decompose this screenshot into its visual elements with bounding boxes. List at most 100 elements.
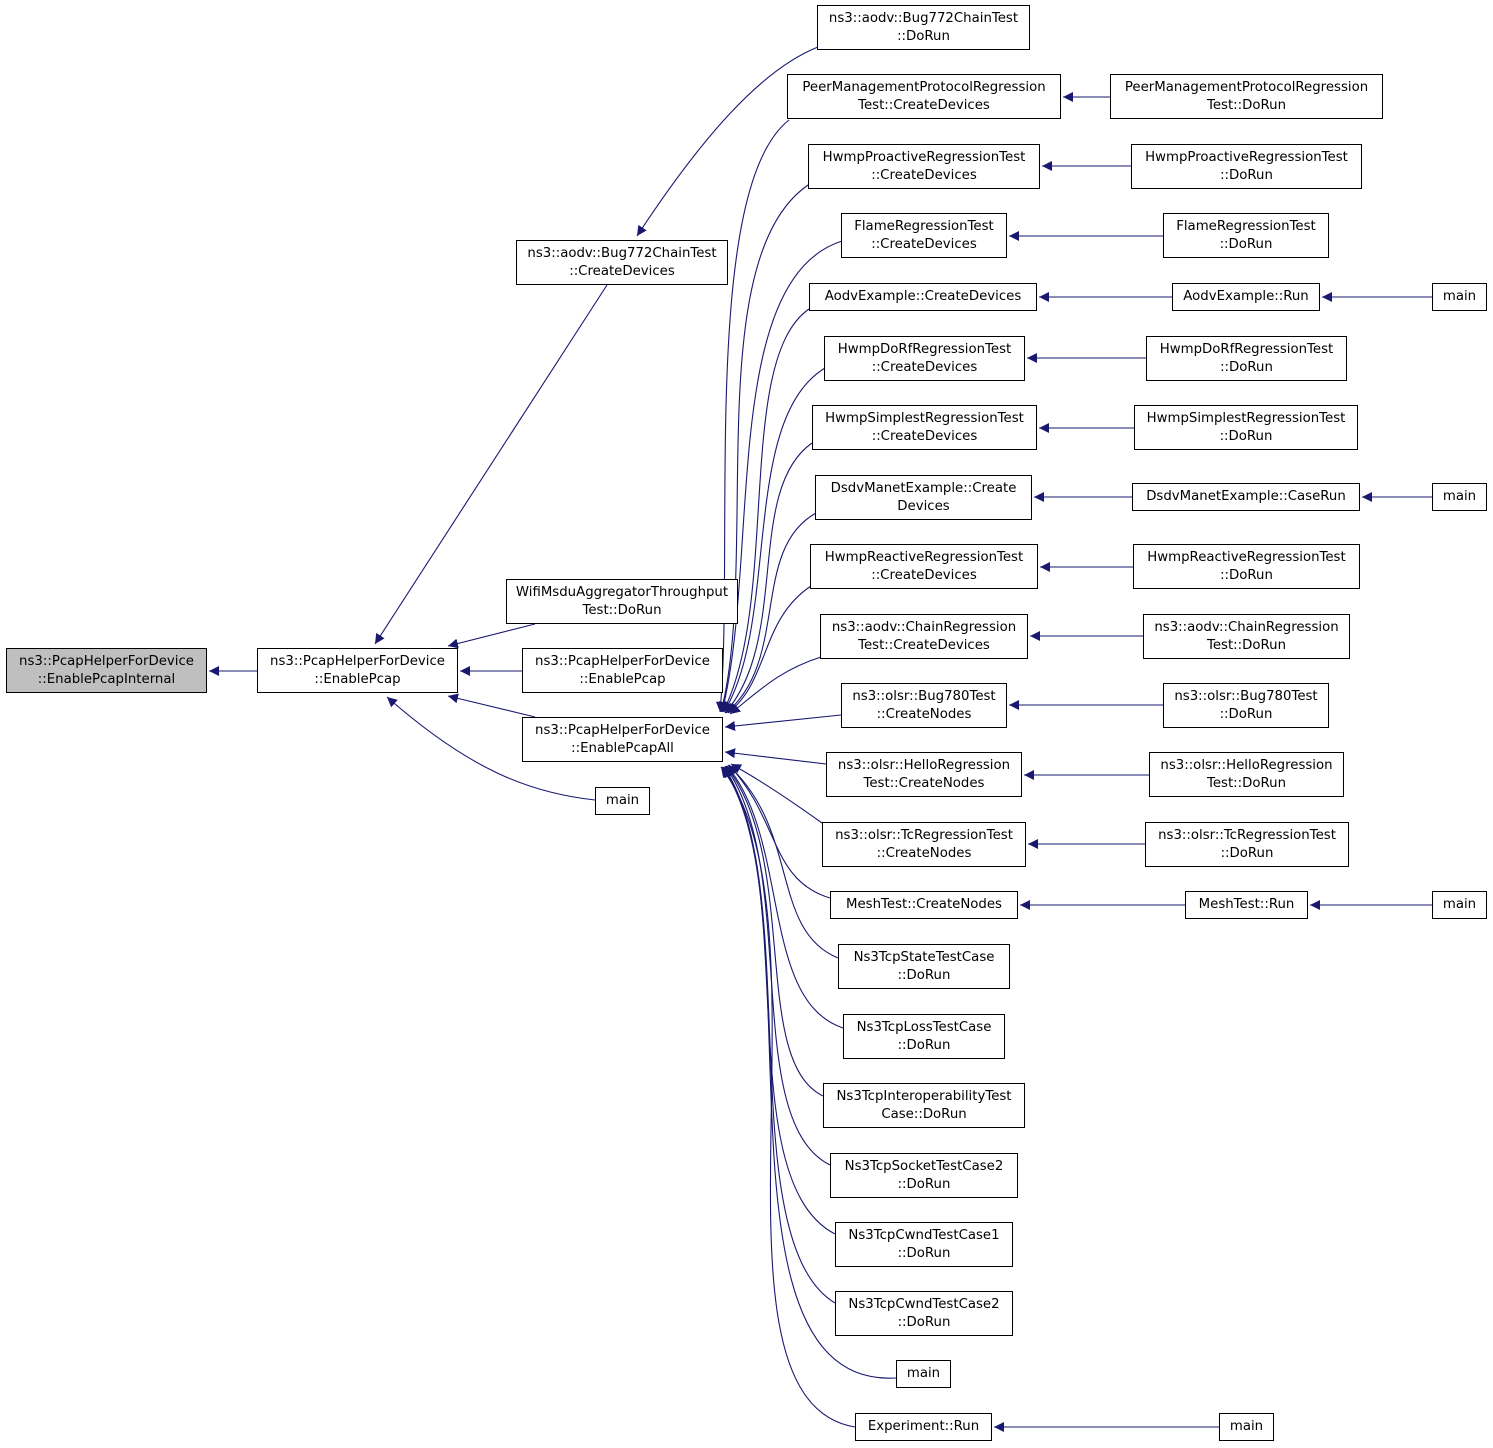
node-label-line: main <box>906 1366 941 1382</box>
enable-pcap-overload-node[interactable]: ns3::PcapHelperForDevice ::EnablePcap <box>522 648 723 693</box>
tcp-socket-test2-dorun-node[interactable]: Ns3TcpSocketTestCase2 ::DoRun <box>830 1153 1018 1198</box>
node-label-line: Ns3TcpInteroperabilityTest <box>836 1089 1012 1104</box>
node-label-line: main <box>605 793 640 809</box>
olsr-hello-regression-dorun-node[interactable]: ns3::olsr::HelloRegression Test::DoRun <box>1149 752 1344 797</box>
node-label-line: Devices <box>897 498 950 514</box>
main-node[interactable]: main <box>1432 891 1487 919</box>
node-label-line: ::CreateDevices <box>569 263 675 279</box>
tcp-interoperability-test-dorun-node[interactable]: Ns3TcpInteroperabilityTest Case::DoRun <box>823 1083 1025 1128</box>
node-label-line: Test::CreateDevices <box>858 97 990 113</box>
node-label-line: ns3::aodv::ChainRegression <box>1154 620 1339 635</box>
tcp-cwnd-test2-dorun-node[interactable]: Ns3TcpCwndTestCase2 ::DoRun <box>835 1291 1013 1336</box>
mesh-test-run-node[interactable]: MeshTest::Run <box>1185 891 1308 919</box>
node-label-line: Test::DoRun <box>1206 775 1286 791</box>
olsr-tc-regression-create-nodes-node[interactable]: ns3::olsr::TcRegressionTest ::CreateNode… <box>822 822 1026 867</box>
hwmp-simplest-dorun-node[interactable]: HwmpSimplestRegressionTest ::DoRun <box>1134 405 1358 450</box>
node-label-line: DsdvManetExample::CaseRun <box>1146 489 1346 505</box>
wifi-msdu-aggregator-dorun-node[interactable]: WifiMsduAggregatorThroughput Test::DoRun <box>506 579 738 624</box>
aodv-example-create-devices-node[interactable]: AodvExample::CreateDevices <box>809 283 1037 311</box>
edge-enablepcapall-to-enablepcap <box>447 693 536 718</box>
hwmp-proactive-create-devices-node[interactable]: HwmpProactiveRegressionTest ::CreateDevi… <box>808 144 1040 189</box>
node-label-line: ::DoRun <box>897 28 950 44</box>
node-label-line: ns3::aodv::Bug772ChainTest <box>527 246 717 261</box>
edge-tcpsocket2-to-all <box>724 765 831 1166</box>
hwmp-reactive-create-devices-node[interactable]: HwmpReactiveRegressionTest ::CreateDevic… <box>810 544 1038 589</box>
node-label-line: MeshTest::Run <box>1198 897 1295 913</box>
node-label-line: main <box>1442 289 1477 305</box>
edge-hwmpsimplest-to-all <box>724 442 813 714</box>
node-label-line: ::CreateDevices <box>871 167 977 183</box>
main-node[interactable]: main <box>595 787 650 815</box>
main-node[interactable]: main <box>1432 483 1487 511</box>
dsdv-manet-case-run-node[interactable]: DsdvManetExample::CaseRun <box>1132 483 1360 511</box>
aodv-example-run-node[interactable]: AodvExample::Run <box>1172 283 1320 311</box>
node-label-line: ::EnablePcapAll <box>571 740 674 756</box>
node-label-line: Ns3TcpCwndTestCase2 <box>848 1297 1000 1312</box>
main-node[interactable]: main <box>896 1360 951 1388</box>
node-label-line: main <box>1442 897 1477 913</box>
enable-pcap-internal-node: ns3::PcapHelperForDevice ::EnablePcapInt… <box>6 648 207 693</box>
node-label-line: ns3::PcapHelperForDevice <box>535 723 710 738</box>
node-label-line: ns3::aodv::ChainRegression <box>831 620 1017 635</box>
node-label-line: HwmpReactiveRegressionTest <box>824 550 1024 565</box>
node-label-line: Ns3TcpSocketTestCase2 <box>844 1159 1004 1174</box>
main-node[interactable]: main <box>1432 283 1487 311</box>
peer-management-create-devices-node[interactable]: PeerManagementProtocolRegression Test::C… <box>787 74 1061 119</box>
node-label-line: ns3::olsr::HelloRegression <box>1160 758 1333 773</box>
node-label-line: ns3::PcapHelperForDevice <box>270 654 445 669</box>
node-label-line: ns3::olsr::TcRegressionTest <box>835 828 1013 843</box>
hwmp-simplest-create-devices-node[interactable]: HwmpSimplestRegressionTest ::CreateDevic… <box>812 405 1037 450</box>
node-label-line: Ns3TcpStateTestCase <box>853 950 995 965</box>
main-node[interactable]: main <box>1219 1413 1274 1441</box>
edge-olsrtc-to-all <box>730 763 823 824</box>
aodv-bug772-dorun-node[interactable]: ns3::aodv::Bug772ChainTest ::DoRun <box>817 5 1030 50</box>
node-label-line: ::DoRun <box>897 1245 951 1261</box>
node-label-line: WifiMsduAggregatorThroughput <box>515 585 729 600</box>
enable-pcap-node[interactable]: ns3::PcapHelperForDevice ::EnablePcap <box>257 648 458 693</box>
node-label-line: ::CreateDevices <box>871 428 978 444</box>
hwmp-reactive-dorun-node[interactable]: HwmpReactiveRegressionTest ::DoRun <box>1133 544 1360 589</box>
tcp-cwnd-test1-dorun-node[interactable]: Ns3TcpCwndTestCase1 ::DoRun <box>835 1222 1013 1267</box>
edge-olsrhello-to-all <box>724 748 827 765</box>
hwmp-proactive-dorun-node[interactable]: HwmpProactiveRegressionTest ::DoRun <box>1131 144 1362 189</box>
edge-main1-to-enablepcap <box>386 696 596 801</box>
olsr-hello-regression-create-nodes-node[interactable]: ns3::olsr::HelloRegression Test::CreateN… <box>826 752 1022 797</box>
aodv-chain-regression-dorun-node[interactable]: ns3::aodv::ChainRegression Test::DoRun <box>1143 614 1350 659</box>
tcp-state-test-dorun-node[interactable]: Ns3TcpStateTestCase ::DoRun <box>838 944 1010 989</box>
node-label-line: DsdvManetExample::Create <box>830 481 1017 496</box>
node-label-line: ::DoRun <box>1219 428 1273 444</box>
node-label-line: ::CreateNodes <box>876 706 972 722</box>
mesh-test-create-nodes-node[interactable]: MeshTest::CreateNodes <box>830 891 1018 919</box>
experiment-run-node[interactable]: Experiment::Run <box>855 1413 992 1441</box>
olsr-bug780-dorun-node[interactable]: ns3::olsr::Bug780Test ::DoRun <box>1163 683 1329 728</box>
hwmp-dorf-dorun-node[interactable]: HwmpDoRfRegressionTest ::DoRun <box>1146 336 1347 381</box>
node-label-line: HwmpProactiveRegressionTest <box>822 150 1026 165</box>
olsr-bug780-create-nodes-node[interactable]: ns3::olsr::Bug780Test ::CreateNodes <box>841 683 1007 728</box>
hwmp-dorf-create-devices-node[interactable]: HwmpDoRfRegressionTest ::CreateDevices <box>824 336 1025 381</box>
node-label-line: ::CreateNodes <box>876 845 972 861</box>
aodv-chain-regression-create-devices-node[interactable]: ns3::aodv::ChainRegression Test::CreateD… <box>820 614 1028 659</box>
node-label-line: Experiment::Run <box>867 1419 980 1435</box>
edge-flame-to-all <box>719 240 843 713</box>
aodv-bug772-create-devices-node[interactable]: ns3::aodv::Bug772ChainTest ::CreateDevic… <box>516 240 728 285</box>
edge-bug772create-to-enablepcap <box>374 284 608 645</box>
node-label-line: ::DoRun <box>897 1037 951 1053</box>
dsdv-manet-create-devices-node[interactable]: DsdvManetExample::Create Devices <box>815 475 1032 520</box>
node-label-line: ::DoRun <box>1220 845 1274 861</box>
tcp-loss-test-dorun-node[interactable]: Ns3TcpLossTestCase ::DoRun <box>843 1014 1005 1059</box>
olsr-tc-regression-dorun-node[interactable]: ns3::olsr::TcRegressionTest ::DoRun <box>1145 822 1349 867</box>
enable-pcap-all-node[interactable]: ns3::PcapHelperForDevice ::EnablePcapAll <box>522 717 723 762</box>
edge-tcpstate-to-all <box>727 764 839 959</box>
node-label-line: ::DoRun <box>1219 706 1273 722</box>
node-label-line: ::DoRun <box>1220 567 1273 583</box>
node-label-line: AodvExample::Run <box>1183 289 1309 305</box>
edge-aodvchain-to-all <box>729 656 822 715</box>
node-label-line: Case::DoRun <box>881 1106 967 1122</box>
flame-dorun-node[interactable]: FlameRegressionTest ::DoRun <box>1163 213 1329 258</box>
edge-tcploss-to-all <box>726 765 844 1029</box>
node-label-line: ::EnablePcap <box>579 671 666 687</box>
flame-create-devices-node[interactable]: FlameRegressionTest ::CreateDevices <box>841 213 1007 258</box>
peer-management-dorun-node[interactable]: PeerManagementProtocolRegression Test::D… <box>1110 74 1383 119</box>
node-label-line: ns3::PcapHelperForDevice <box>19 654 194 669</box>
